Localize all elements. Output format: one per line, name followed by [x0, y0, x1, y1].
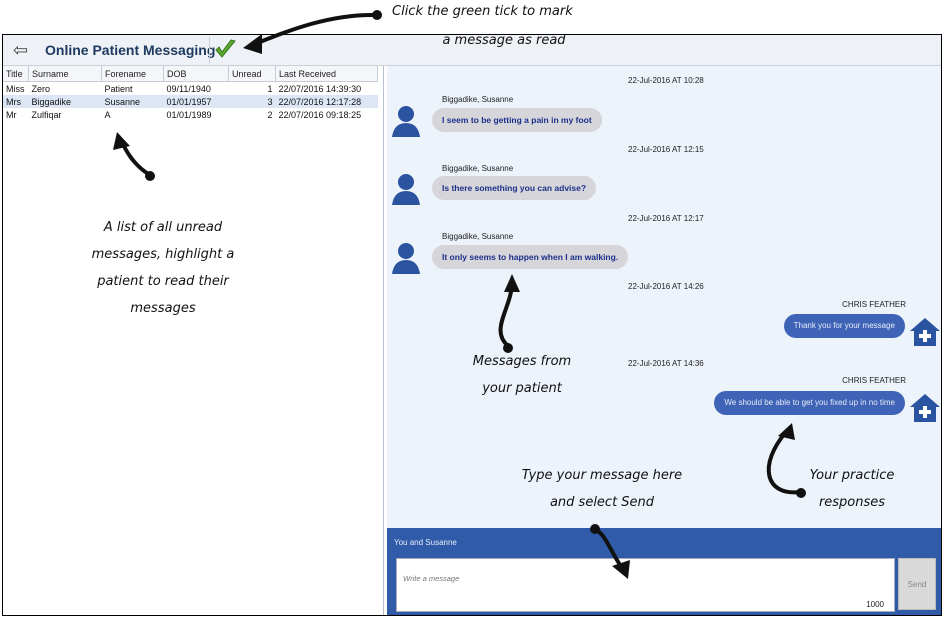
annotation-type-line2: and select Send [549, 495, 655, 510]
outgoing-message: Thank you for your message [783, 314, 905, 338]
cell-surname: Zero [31, 83, 51, 94]
cell-unread: 2 [267, 109, 273, 120]
message-timestamp: 22-Jul-2016 AT 12:17 [628, 214, 704, 223]
annotation-list-line1: A list of all unread [103, 220, 223, 235]
annotation-list: A list of all unread messages, highlight… [63, 214, 263, 322]
col-surname[interactable]: Surname [28, 66, 102, 82]
col-forename[interactable]: Forename [101, 66, 164, 82]
annotation-type: Type your message here and select Send [502, 462, 702, 516]
cell-last: 22/07/2016 14:39:30 [278, 83, 362, 94]
incoming-message: Is there something you can advise? [432, 176, 597, 200]
cell-forename: Susanne [101, 95, 164, 108]
outgoing-message: We should be able to get you fixed up in… [714, 391, 905, 415]
message-input-box[interactable]: 1000 [396, 558, 895, 612]
annotation-tick-line2: a message as read [442, 33, 566, 48]
patient-avatar-icon [392, 106, 420, 137]
cell-last: 22/07/2016 09:18:25 [278, 109, 362, 120]
message-timestamp: 22-Jul-2016 AT 14:36 [628, 359, 704, 368]
send-button[interactable]: Send [898, 558, 936, 610]
compose-area: You and Susanne 1000 Send [387, 528, 941, 615]
annotation-patient-line2: your patient [482, 381, 562, 396]
page-title: Online Patient Messaging [45, 42, 216, 58]
cell-forename: Patient [104, 83, 133, 94]
practice-house-icon [910, 318, 940, 346]
message-sender: CHRIS FEATHER [842, 376, 906, 385]
annotation-list-line2: messages, highlight a [91, 247, 235, 262]
annotation-tick-line1: Click the green tick to mark [392, 4, 573, 19]
patient-avatar-icon [392, 174, 420, 205]
incoming-message: I seem to be getting a pain in my foot [432, 108, 602, 132]
annotation-practice-line1: Your practice [809, 468, 895, 483]
cell-unread: 1 [267, 83, 273, 94]
cell-title: Mrs [3, 95, 29, 108]
table-row[interactable]: Mrs Biggadike Susanne 01/01/1957 3 22/07… [3, 95, 378, 108]
conversation-title: You and Susanne [394, 538, 457, 547]
incoming-message: It only seems to happen when I am walkin… [432, 245, 629, 269]
col-last-received[interactable]: Last Received [275, 66, 378, 82]
green-check-icon [215, 39, 236, 58]
cell-dob: 09/11/1940 [166, 83, 211, 94]
message-timestamp: 22-Jul-2016 AT 10:28 [628, 76, 704, 85]
chat-panel: 22-Jul-2016 AT 10:28 Biggadike, Susanne … [387, 66, 941, 615]
col-unread[interactable]: Unread [228, 66, 276, 82]
cell-dob: 01/01/1989 [166, 109, 212, 120]
cell-unread: 3 [228, 95, 276, 108]
table-row[interactable]: Miss Zero Patient 09/11/1940 1 22/07/201… [3, 82, 378, 96]
practice-house-icon [910, 394, 940, 422]
message-sender: Biggadike, Susanne [442, 232, 514, 241]
patient-avatar-icon [392, 243, 420, 274]
annotation-patient: Messages from your patient [442, 348, 602, 402]
cell-dob: 01/01/1957 [163, 95, 229, 108]
message-timestamp: 22-Jul-2016 AT 12:15 [628, 145, 704, 154]
cell-title: Mr [6, 109, 17, 120]
annotation-type-line1: Type your message here [521, 468, 683, 483]
col-title[interactable]: Title [3, 66, 29, 82]
annotation-list-line3: patient to read their [97, 274, 229, 289]
col-dob[interactable]: DOB [163, 66, 229, 82]
character-counter: 1000 [866, 600, 884, 609]
annotation-patient-line1: Messages from [472, 354, 572, 369]
cell-forename: A [104, 109, 111, 120]
cell-surname: Biggadike [28, 95, 102, 108]
message-input[interactable] [401, 573, 705, 584]
cell-surname: Zulfiqar [31, 109, 62, 120]
message-sender: CHRIS FEATHER [842, 300, 906, 309]
message-sender: Biggadike, Susanne [442, 164, 514, 173]
app-window: ⇦ Online Patient Messaging a message as … [2, 33, 942, 616]
cell-last: 22/07/2016 12:17:28 [275, 95, 378, 108]
annotation-list-line4: messages [130, 301, 196, 316]
patient-table: Title Surname Forename DOB Unread Last R… [3, 66, 378, 121]
mark-read-button[interactable] [209, 37, 240, 63]
message-sender: Biggadike, Susanne [442, 95, 514, 104]
cell-title: Miss [6, 83, 25, 94]
toolbar: ⇦ Online Patient Messaging a message as … [3, 33, 941, 66]
annotation-practice: Your practice responses [787, 462, 917, 516]
patient-list-panel: Title Surname Forename DOB Unread Last R… [3, 66, 384, 615]
message-timestamp: 22-Jul-2016 AT 14:26 [628, 282, 704, 291]
table-row[interactable]: Mr Zulfiqar A 01/01/1989 2 22/07/2016 09… [3, 108, 378, 121]
annotation-practice-line2: responses [818, 495, 886, 510]
arrow-left-icon[interactable]: ⇦ [13, 40, 29, 60]
